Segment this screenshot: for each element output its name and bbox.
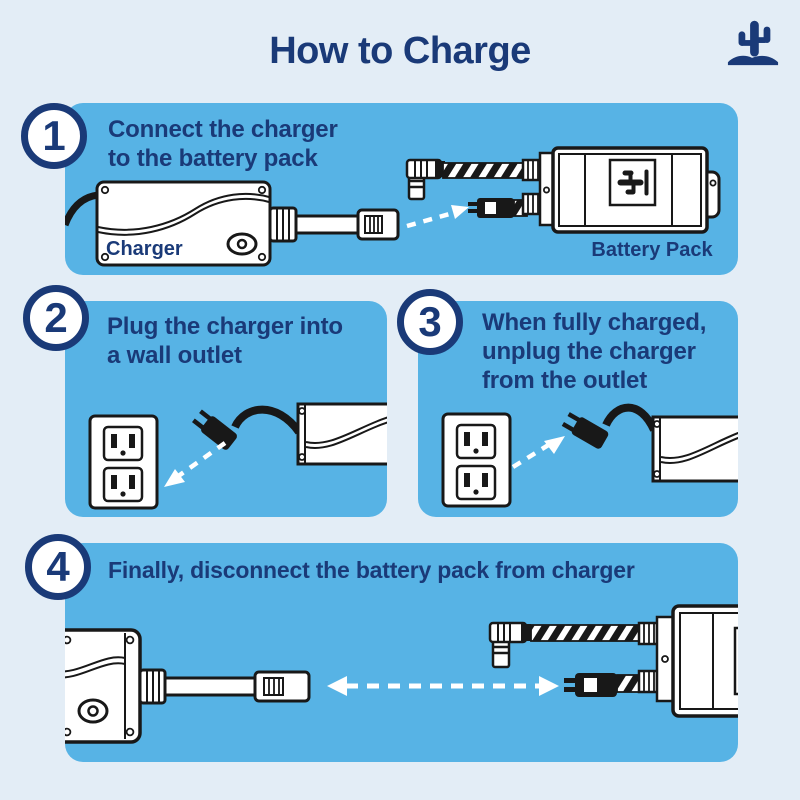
step-1-illustration: Charger — [65, 146, 721, 267]
wall-outlet-icon — [441, 412, 512, 508]
dashed-arrow-icon — [406, 205, 469, 229]
power-plug-icon — [561, 403, 658, 449]
step-4-number-badge: 4 — [25, 534, 91, 600]
cactus-icon — [727, 20, 779, 66]
step-3-illustration — [441, 403, 738, 508]
step-4-instruction: Finally, disconnect the battery pack fro… — [108, 557, 635, 583]
charger-icon — [65, 628, 311, 744]
step-4-panel: Finally, disconnect the battery pack fro… — [65, 543, 738, 762]
wall-outlet-icon — [88, 414, 159, 510]
charger-icon: Charger — [65, 180, 400, 267]
step-1-panel: Connect the charger to the battery pack — [65, 103, 738, 275]
dashed-arrow-icon — [164, 441, 227, 487]
step-2-number-badge: 2 — [23, 285, 89, 351]
step-2-panel: Plug the charger into a wall outlet — [65, 301, 387, 517]
battery-pack-icon: Battery Pack — [405, 146, 721, 261]
step-3-instruction: When fully charged, unplug the charger f… — [482, 309, 707, 394]
step-4-illustration — [65, 604, 738, 744]
battery-pack-label: Battery Pack — [591, 239, 713, 261]
charger-icon — [296, 402, 387, 466]
charger-icon — [651, 415, 738, 483]
cactus-mark-icon — [617, 169, 649, 196]
double-dashed-arrow-icon — [327, 676, 559, 696]
step-3-panel: When fully charged, unplug the charger f… — [418, 301, 738, 517]
page-title: How to Charge — [269, 30, 531, 72]
power-plug-icon — [192, 405, 303, 450]
step-3-number-badge: 3 — [397, 289, 463, 355]
battery-pack-icon — [488, 604, 738, 718]
step-2-instruction: Plug the charger into a wall outlet — [107, 313, 343, 369]
step-1-number-badge: 1 — [21, 103, 87, 169]
charger-label: Charger — [106, 238, 183, 260]
step-1-instruction: Connect the charger to the battery pack — [108, 116, 338, 172]
step-2-illustration — [88, 402, 387, 510]
dashed-arrow-icon — [511, 436, 565, 469]
